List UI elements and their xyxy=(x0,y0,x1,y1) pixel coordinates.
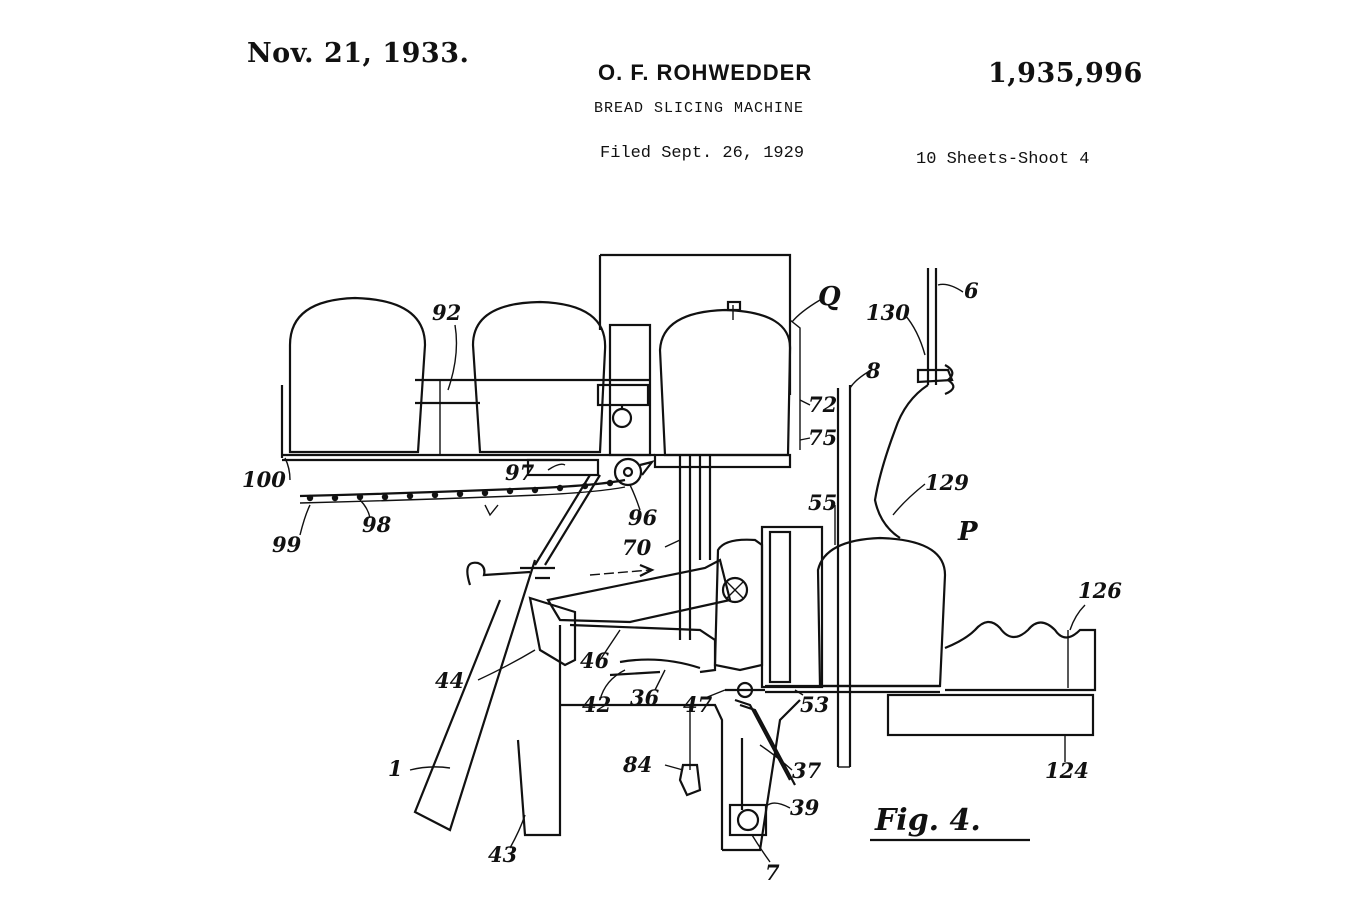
ref-8: 8 xyxy=(865,358,881,383)
ref-130: 130 xyxy=(866,300,910,325)
receiving-tray xyxy=(886,620,1097,737)
feed-shelf xyxy=(280,378,792,469)
ref-47: 47 xyxy=(683,692,713,717)
ref-53: 53 xyxy=(800,692,829,717)
ref-84: 84 xyxy=(622,752,652,777)
filing-date: Filed Sept. 26, 1929 xyxy=(600,144,805,163)
chain-conveyor xyxy=(299,457,655,566)
ref-6: 6 xyxy=(964,278,979,303)
figure-label: Fig. 4. xyxy=(874,803,981,838)
ref-100: 100 xyxy=(242,467,286,492)
ref-7: 7 xyxy=(765,860,780,885)
bread-loaves xyxy=(288,296,801,457)
ref-42: 42 xyxy=(582,692,611,717)
ref-37: 37 xyxy=(792,758,822,783)
ref-1: 1 xyxy=(388,756,403,781)
ref-55: 55 xyxy=(808,490,837,515)
spring-arm xyxy=(873,268,955,539)
ref-96: 96 xyxy=(628,505,658,530)
reference-numerals: 92 Q 6 130 8 72 75 129 100 97 99 98 96 5… xyxy=(242,278,1122,885)
ref-39: 39 xyxy=(790,795,820,820)
ref-p: P xyxy=(957,517,979,547)
feed-arrow xyxy=(466,561,655,586)
patent-number: 1,935,996 xyxy=(988,58,1143,89)
ref-129: 129 xyxy=(925,470,969,495)
lower-frame xyxy=(413,559,801,852)
patent-date: Nov. 21, 1933. xyxy=(247,38,470,69)
ref-43: 43 xyxy=(488,842,517,867)
ref-72: 72 xyxy=(808,392,837,417)
ref-98: 98 xyxy=(362,512,392,537)
ref-99: 99 xyxy=(272,532,302,557)
patent-title: BREAD SLICING MACHINE xyxy=(594,100,805,117)
ref-44: 44 xyxy=(435,668,464,693)
leader-lines xyxy=(284,283,1086,863)
sheet-count: 10 Sheets-Shoot 4 xyxy=(916,150,1090,169)
loaf-p xyxy=(816,536,947,688)
ref-97: 97 xyxy=(505,460,535,485)
ref-q: Q xyxy=(818,282,841,312)
guide-plate xyxy=(836,385,852,768)
ref-126: 126 xyxy=(1078,578,1122,603)
ref-124: 124 xyxy=(1045,758,1089,783)
inventor-name: O. F. ROHWEDDER xyxy=(598,60,813,85)
ref-75: 75 xyxy=(808,425,837,450)
ref-92: 92 xyxy=(432,300,461,325)
ref-70: 70 xyxy=(622,535,652,560)
